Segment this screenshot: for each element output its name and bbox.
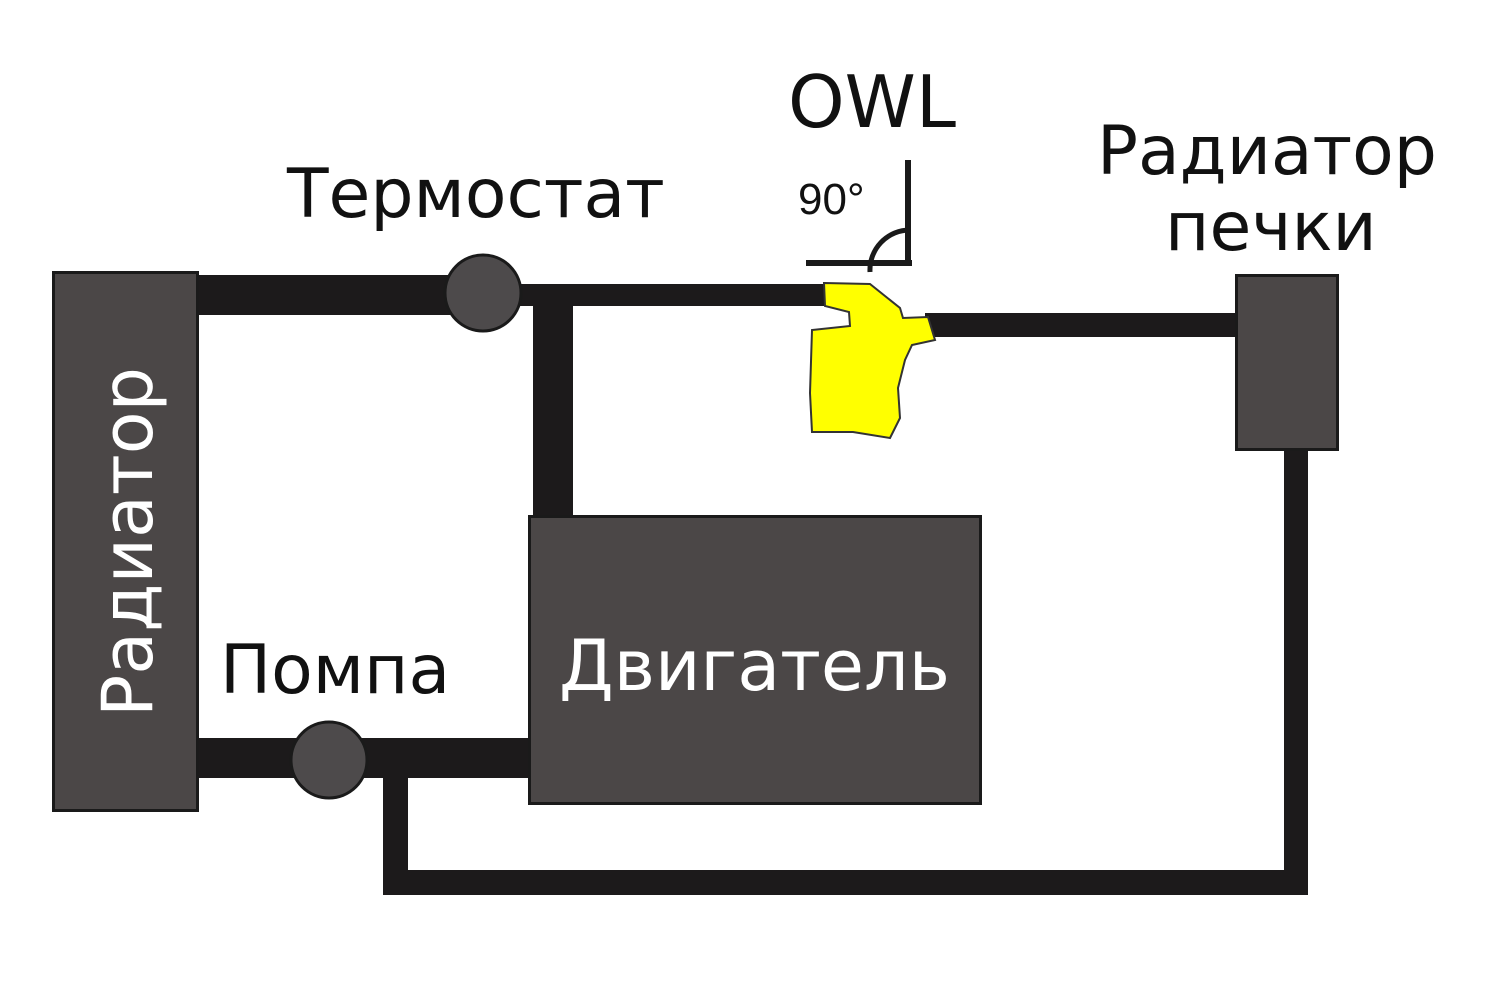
pipe-return-up [383, 765, 408, 895]
pipe-valve-heater [925, 313, 1240, 337]
thermostat-label: Термостат [287, 155, 665, 234]
owl-label: OWL [788, 60, 956, 144]
pump-node [289, 720, 369, 800]
owl-valve-icon [808, 281, 937, 440]
pipe-heater-down [1284, 445, 1308, 895]
pipe-radiator-thermostat [195, 275, 465, 315]
engine-block: Двигатель [528, 515, 982, 805]
angle-label: 90° [798, 175, 865, 224]
radiator-block: Радиатор [52, 271, 199, 812]
pump-label: Помпа [220, 631, 451, 710]
radiator-label: Радиатор [87, 367, 169, 717]
right-angle-icon [806, 160, 912, 273]
heater-radiator-block [1235, 274, 1339, 451]
pipe-junction-engine [533, 284, 573, 520]
pipe-bottom-return [383, 870, 1308, 895]
heater-label-line1: Радиатор [1097, 112, 1437, 191]
pipe-thermostat-valve [505, 284, 825, 306]
heater-label-line2: печки [1165, 188, 1377, 267]
thermostat-node [443, 253, 523, 333]
engine-label: Двигатель [559, 625, 950, 707]
